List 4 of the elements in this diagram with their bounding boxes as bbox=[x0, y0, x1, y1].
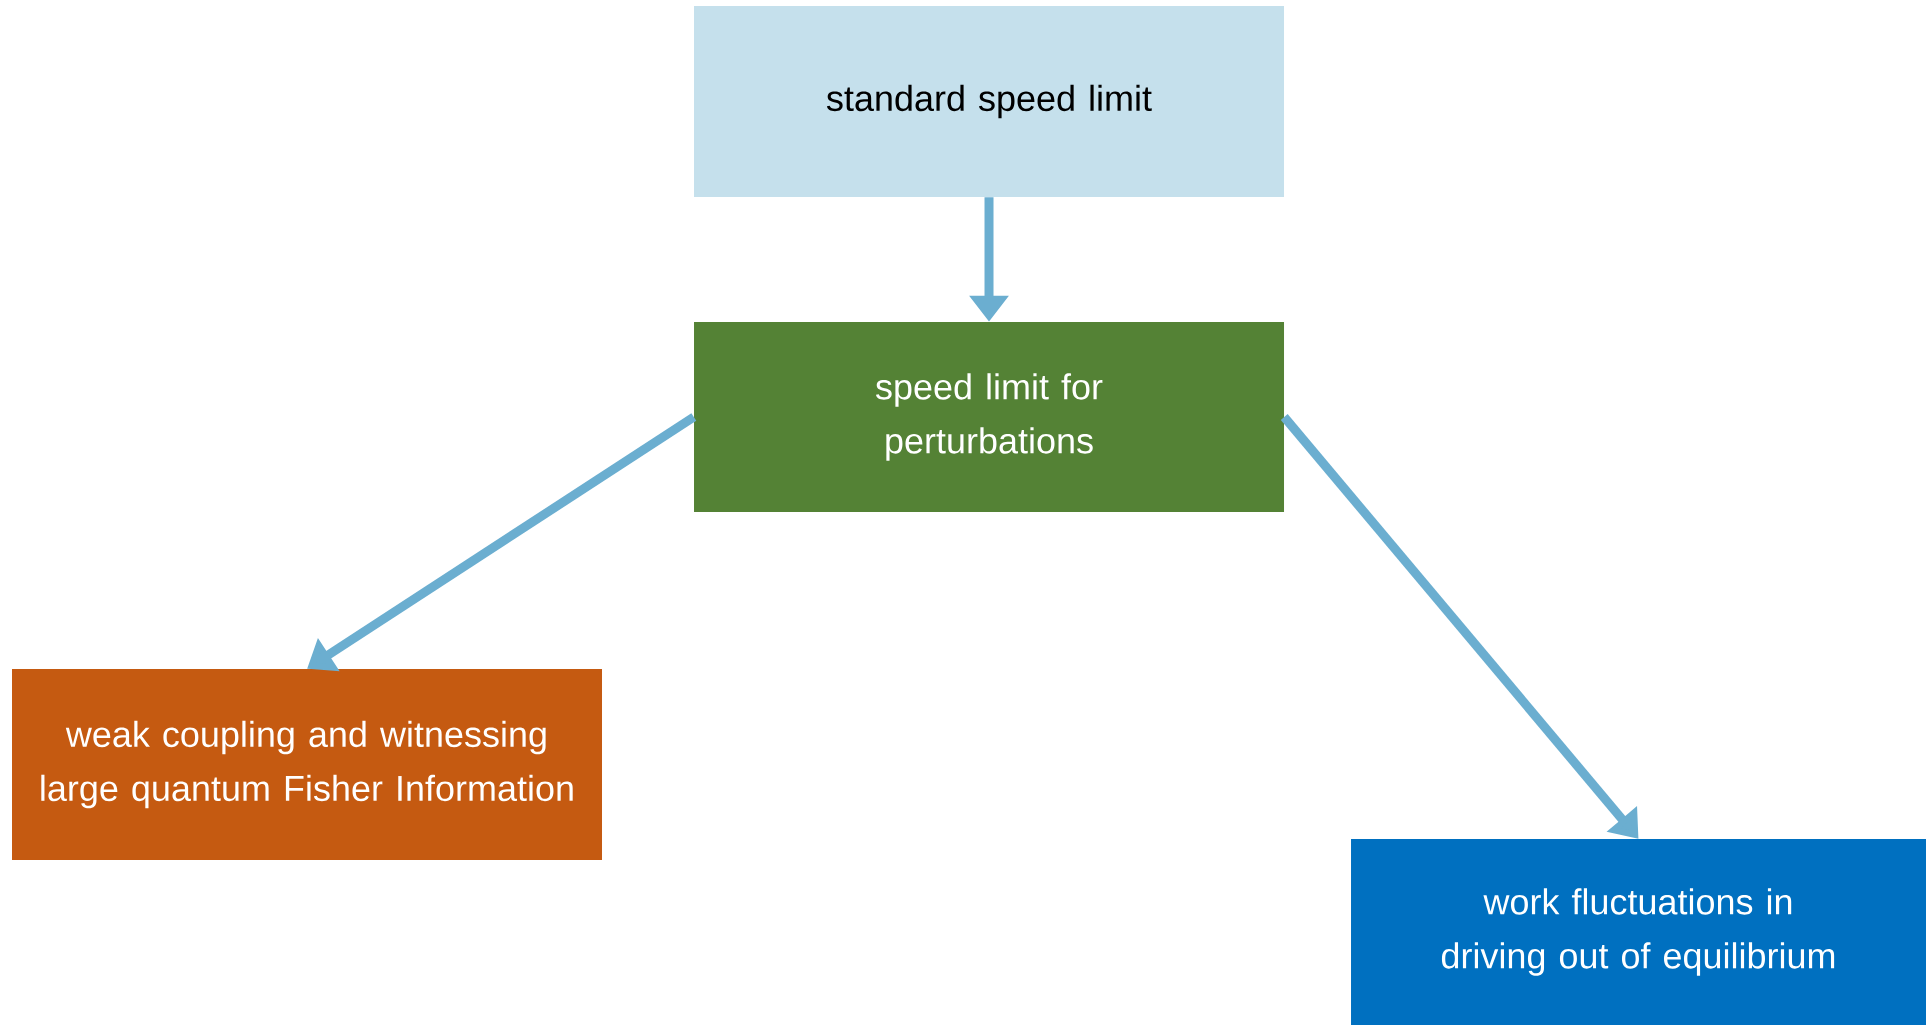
title-box: standard speed limit bbox=[694, 6, 1284, 197]
result-box: weak coupling and witnessing large quantum Fisher Information bbox=[12, 669, 602, 860]
result-box: work fluctuations in driving out of equilibrium bbox=[1351, 839, 1926, 1025]
process-box: speed limit for perturbations bbox=[694, 322, 1284, 512]
